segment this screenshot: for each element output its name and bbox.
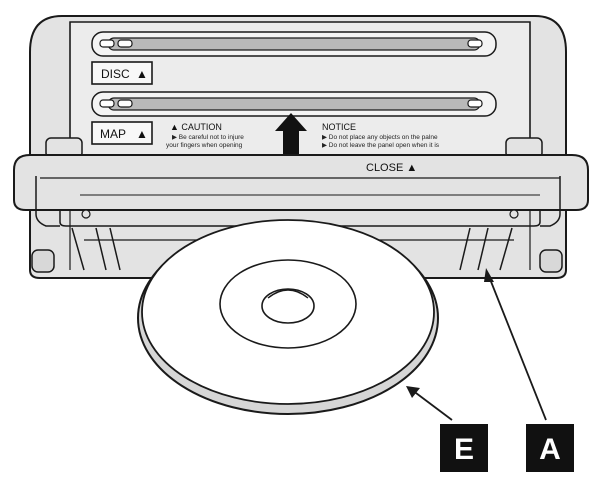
leader-line-a bbox=[487, 273, 547, 421]
disc-button-label: DISC bbox=[101, 67, 130, 81]
head-unit: DISC ▲ MAP ▲ ▲ CAUTION ▶ Be careful not … bbox=[29, 15, 567, 279]
panel-bezel bbox=[13, 154, 589, 211]
notice-line: ▶ Do not place any objects on the palne bbox=[322, 134, 438, 141]
notice-label: NOTICE ▶ Do not place any objects on the… bbox=[322, 122, 440, 149]
notice-heading: NOTICE bbox=[322, 122, 356, 132]
map-button-label: MAP bbox=[100, 127, 126, 141]
leader-arrowhead-a bbox=[484, 268, 494, 282]
disc-center-hole bbox=[261, 288, 315, 324]
right-foot bbox=[539, 249, 563, 273]
eject-icon: ▲ bbox=[136, 127, 148, 141]
disc[interactable] bbox=[137, 219, 439, 415]
left-foot bbox=[31, 249, 55, 273]
leader-line-e bbox=[411, 389, 453, 421]
panel-close-label: CLOSE ▲ bbox=[366, 162, 417, 174]
caution-label: ▲ CAUTION ▶ Be careful not to injure you… bbox=[166, 122, 244, 149]
leader-arrowhead-e bbox=[406, 386, 420, 398]
caution-heading: ▲ CAUTION bbox=[170, 122, 222, 132]
caution-line: your fingers when opening bbox=[166, 142, 243, 149]
callout-e: E bbox=[440, 424, 488, 472]
right-arm bbox=[540, 176, 561, 227]
caution-line: ▶ Be careful not to injure bbox=[172, 134, 244, 141]
notice-line: ▶ Do not leave the panel open when it is bbox=[322, 142, 440, 149]
callout-a: A bbox=[526, 424, 574, 472]
disc-hole-inner bbox=[267, 289, 309, 299]
eject-icon: ▲ bbox=[136, 67, 148, 81]
disc-eject-button[interactable]: DISC ▲ bbox=[91, 61, 153, 85]
left-arm bbox=[35, 176, 60, 227]
lower-disc-slot[interactable] bbox=[91, 91, 497, 117]
callout-a-label: A bbox=[539, 433, 561, 466]
callout-e-label: E bbox=[454, 433, 474, 466]
upper-disc-slot[interactable] bbox=[91, 31, 497, 57]
map-eject-button[interactable]: MAP ▲ bbox=[91, 121, 153, 145]
